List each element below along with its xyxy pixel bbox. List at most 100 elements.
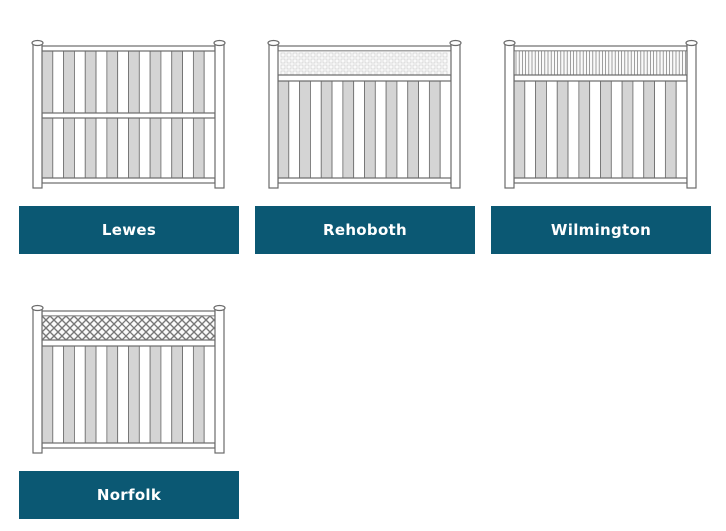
lattice-square xyxy=(388,58,394,64)
lattice-square xyxy=(328,64,334,70)
lattice-square xyxy=(334,52,340,58)
fence-board xyxy=(331,80,344,182)
fence-board xyxy=(320,80,333,182)
fence-board xyxy=(203,345,216,447)
mid-rail xyxy=(513,74,688,82)
fence-board xyxy=(675,80,688,182)
fence-card-rehoboth[interactable]: Rehoboth xyxy=(255,38,475,254)
lattice-square xyxy=(418,64,424,70)
norfolk-button[interactable]: Norfolk xyxy=(19,471,239,519)
fence-board xyxy=(160,345,173,447)
fence-board xyxy=(106,345,119,447)
lattice-square xyxy=(430,58,436,64)
fence-board xyxy=(74,345,86,447)
fence-board xyxy=(374,80,387,182)
fence-board xyxy=(138,345,151,447)
fence-board xyxy=(396,80,409,182)
lattice-square xyxy=(376,64,382,70)
lattice-square xyxy=(394,64,400,70)
fence-board xyxy=(567,80,580,182)
fence-board xyxy=(342,80,355,182)
lattice-square xyxy=(388,64,394,70)
lattice-square xyxy=(352,58,358,64)
lattice-square xyxy=(424,64,430,70)
lattice-square xyxy=(430,52,436,58)
fence-board xyxy=(439,80,452,182)
lattice-square xyxy=(346,52,352,58)
wilmington-button[interactable]: Wilmington xyxy=(491,206,711,254)
right-post xyxy=(214,43,225,189)
lattice-square xyxy=(334,64,340,70)
lattice-square xyxy=(292,58,298,64)
lattice-square xyxy=(298,52,304,58)
fence-board xyxy=(95,345,108,447)
fence-board xyxy=(182,345,194,447)
lattice-square xyxy=(286,52,292,58)
lattice-square xyxy=(424,52,430,58)
rehoboth-button[interactable]: Rehoboth xyxy=(255,206,475,254)
lattice-square xyxy=(418,52,424,58)
fence-board xyxy=(52,345,65,447)
top-rail xyxy=(513,45,688,52)
lewes-button[interactable]: Lewes xyxy=(19,206,239,254)
fence-card-wilmington[interactable]: Wilmington xyxy=(491,38,711,254)
top-rail xyxy=(277,45,452,52)
lattice-square xyxy=(418,58,424,64)
lattice-square xyxy=(394,52,400,58)
lattice-square xyxy=(358,58,364,64)
lattice-square xyxy=(376,58,382,64)
fence-board xyxy=(41,345,54,447)
fence-board xyxy=(171,345,183,447)
fence-board xyxy=(117,345,129,447)
top-rail xyxy=(41,45,216,52)
bottom-rail xyxy=(41,177,216,184)
fence-board xyxy=(621,80,634,182)
mid-rail xyxy=(41,339,216,347)
left-post-cap xyxy=(503,39,516,47)
right-post-cap xyxy=(449,39,462,47)
left-post-cap xyxy=(31,304,44,312)
fence-board xyxy=(299,80,311,182)
lattice-square xyxy=(322,52,328,58)
lattice-square xyxy=(436,58,442,64)
lattice-square xyxy=(286,64,292,70)
lattice-square xyxy=(340,64,346,70)
lattice-square xyxy=(370,52,376,58)
lattice-square xyxy=(424,58,430,64)
fence-board xyxy=(556,80,569,182)
fence-board xyxy=(128,345,140,447)
fence-topper-spindle xyxy=(513,50,688,76)
fence-board xyxy=(418,80,430,182)
bottom-rail xyxy=(277,177,452,184)
fence-card-norfolk[interactable]: Norfolk xyxy=(19,303,239,519)
lattice-square xyxy=(346,58,352,64)
lattice-square xyxy=(304,64,310,70)
lattice-square xyxy=(364,64,370,70)
fence-card-lewes[interactable]: Lewes xyxy=(19,38,239,254)
lattice-square xyxy=(370,58,376,64)
fence-board xyxy=(353,80,365,182)
fence-board xyxy=(192,345,205,447)
fence-board xyxy=(310,80,322,182)
right-post xyxy=(686,43,697,189)
lattice-square xyxy=(304,52,310,58)
fence-topper-lattice xyxy=(277,50,452,76)
fence-board xyxy=(364,80,376,182)
lattice-square xyxy=(298,64,304,70)
lattice-square xyxy=(406,58,412,64)
fence-board xyxy=(578,80,591,182)
lattice-square xyxy=(442,52,448,58)
lattice-square xyxy=(430,64,436,70)
lattice-square xyxy=(382,64,388,70)
lattice-square xyxy=(382,58,388,64)
fence-board xyxy=(546,80,558,182)
lattice-square xyxy=(334,58,340,64)
right-post-cap xyxy=(213,39,226,47)
fence-board xyxy=(632,80,645,182)
fence-board xyxy=(149,345,162,447)
lattice-square xyxy=(406,64,412,70)
lattice-square xyxy=(346,64,352,70)
lattice-square xyxy=(340,58,346,64)
lattice-square xyxy=(310,52,316,58)
fence-board xyxy=(600,80,612,182)
